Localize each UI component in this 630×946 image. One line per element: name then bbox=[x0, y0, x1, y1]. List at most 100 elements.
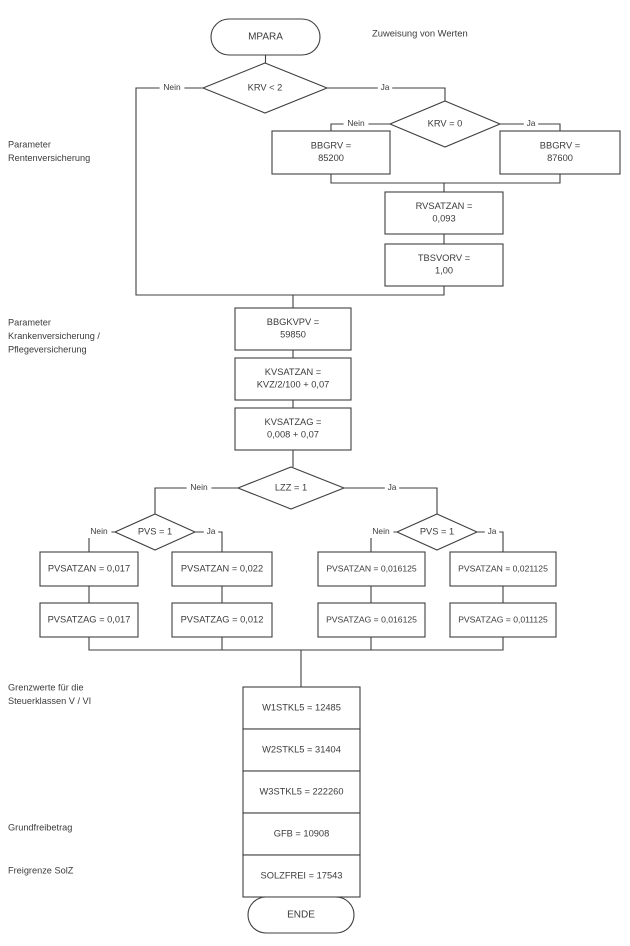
section-label-line: Grundfreibetrag bbox=[8, 822, 72, 832]
terminal-shape bbox=[247, 896, 355, 934]
connector-krv2-nein-left bbox=[135, 87, 293, 296]
process-box bbox=[242, 770, 361, 814]
process-label: PVSATZAN = 0,022 bbox=[181, 563, 263, 573]
process-node-rvsatzan[interactable]: RVSATZAN =0,093 bbox=[384, 191, 504, 235]
process-node-w2stkl5[interactable]: W2STKL5 = 31404 bbox=[242, 728, 361, 772]
process-node-solzfrei[interactable]: SOLZFREI = 17543 bbox=[242, 854, 361, 898]
edge-label-krv2-nein: Nein bbox=[163, 82, 181, 92]
process-node-bbgrv_87600[interactable]: BBGRV =87600 bbox=[499, 130, 621, 175]
process-box bbox=[242, 812, 361, 856]
process-label: SOLZFREI = 17543 bbox=[261, 870, 343, 880]
process-label: KVSATZAN = bbox=[265, 367, 321, 377]
terminal-node-end[interactable]: ENDE bbox=[247, 896, 355, 934]
chart-title: Zuweisung von Werten bbox=[372, 27, 468, 38]
process-node-gfb[interactable]: GFB = 10908 bbox=[242, 812, 361, 856]
section-label-line: Parameter bbox=[8, 139, 51, 149]
decision-label: KRV = 0 bbox=[428, 118, 463, 128]
process-node-w3stkl5[interactable]: W3STKL5 = 222260 bbox=[242, 770, 361, 814]
edge-label-backdrop bbox=[368, 526, 394, 538]
section-label-line: Parameter bbox=[8, 317, 51, 327]
edge-label-krv0-nein: Nein bbox=[347, 118, 365, 128]
edge-label-backdrop bbox=[203, 526, 219, 538]
connector-ag4-merge bbox=[301, 637, 504, 651]
decision-label: PVS = 1 bbox=[138, 526, 172, 536]
process-label: GFB = 10908 bbox=[274, 828, 330, 838]
process-node-bbgrv_85200[interactable]: BBGRV =85200 bbox=[271, 130, 391, 175]
decision-diamond bbox=[388, 100, 502, 148]
terminal-shape bbox=[210, 18, 321, 56]
process-label: PVSATZAG = 0,012 bbox=[181, 614, 264, 624]
process-node-w1stkl5[interactable]: W1STKL5 = 12485 bbox=[242, 686, 361, 730]
process-node-pvsatzag_2[interactable]: PVSATZAG = 0,012 bbox=[171, 602, 273, 638]
process-label: 85200 bbox=[318, 153, 344, 163]
decision-diamond bbox=[113, 513, 197, 551]
process-node-pvsatzan_2[interactable]: PVSATZAN = 0,022 bbox=[171, 551, 273, 587]
process-label: 0,093 bbox=[432, 214, 455, 224]
decision-label: LZZ = 1 bbox=[275, 482, 307, 492]
process-box bbox=[317, 551, 426, 587]
process-box bbox=[39, 602, 139, 638]
terminal-node-start[interactable]: MPARA bbox=[210, 18, 321, 56]
decision-diamond bbox=[236, 466, 346, 510]
decision-node-krv_lt_2[interactable]: KRV < 2 bbox=[201, 62, 329, 114]
edge-label-backdrop bbox=[377, 82, 393, 94]
process-box bbox=[384, 191, 504, 235]
process-node-pvsatzag_3[interactable]: PVSATZAG = 0,016125 bbox=[317, 602, 426, 638]
process-node-bbgkvpv[interactable]: BBGKVPV = 59850 bbox=[234, 307, 352, 351]
process-box bbox=[234, 357, 352, 401]
process-box bbox=[171, 551, 273, 587]
edge-label-pvsr-ja: Ja bbox=[488, 526, 497, 536]
connector-tbsvorv-down bbox=[293, 286, 445, 296]
decision-node-krv_eq_0[interactable]: KRV = 0 bbox=[388, 100, 502, 148]
edge-label-pvsr-nein: Nein bbox=[372, 526, 390, 536]
section-label-line: Freigrenze SolZ bbox=[8, 865, 74, 875]
section-label-line: Grenzwerte für die bbox=[8, 682, 84, 692]
process-node-pvsatzag_4[interactable]: PVSATZAG = 0,011125 bbox=[449, 602, 557, 638]
process-box bbox=[271, 130, 391, 175]
decision-node-pvs_right[interactable]: PVS = 1 bbox=[395, 513, 479, 551]
connector-ag1-merge bbox=[88, 637, 301, 651]
edge-label-backdrop bbox=[86, 526, 112, 538]
terminal-label: ENDE bbox=[287, 910, 315, 921]
edge-label-backdrop bbox=[384, 482, 400, 494]
section-label-line: Pflegeversicherung bbox=[8, 344, 87, 354]
connector-lzz-ja bbox=[344, 487, 438, 514]
section-label-freigrenze: Freigrenze SolZ bbox=[8, 865, 74, 875]
process-label: W3STKL5 = 222260 bbox=[260, 786, 344, 796]
process-box bbox=[242, 686, 361, 730]
edge-label-backdrop bbox=[343, 118, 369, 130]
section-label-grundfreibetrag: Grundfreibetrag bbox=[8, 822, 72, 832]
edge-label-krv0-ja: Ja bbox=[527, 118, 536, 128]
process-node-pvsatzan_4[interactable]: PVSATZAN = 0,021125 bbox=[449, 551, 557, 587]
edge-label-krv2-ja: Ja bbox=[381, 82, 390, 92]
process-node-kvsatzag[interactable]: KVSATZAG = 0,008 + 0,07 bbox=[234, 407, 352, 451]
process-label: PVSATZAN = 0,017 bbox=[48, 563, 130, 573]
process-node-pvsatzan_3[interactable]: PVSATZAN = 0,016125 bbox=[317, 551, 426, 587]
process-label: PVSATZAN = 0,021125 bbox=[458, 563, 548, 573]
edge-label-backdrop bbox=[159, 82, 185, 94]
process-label: 59850 bbox=[280, 330, 306, 340]
connector-krv0-nein bbox=[330, 123, 390, 131]
process-label: 0,008 + 0,07 bbox=[267, 430, 319, 440]
process-box bbox=[242, 854, 361, 898]
process-node-kvsatzan[interactable]: KVSATZAN =KVZ/2/100 + 0,07 bbox=[234, 357, 352, 401]
process-box bbox=[449, 551, 557, 587]
title-layer: Zuweisung von Werten bbox=[372, 27, 468, 38]
decision-diamond bbox=[201, 62, 329, 114]
process-label: 87600 bbox=[547, 153, 573, 163]
decision-node-pvs_left[interactable]: PVS = 1 bbox=[113, 513, 197, 551]
process-label: W1STKL5 = 12485 bbox=[262, 702, 341, 712]
process-node-pvsatzag_1[interactable]: PVSATZAG = 0,017 bbox=[39, 602, 139, 638]
process-label: PVSATZAG = 0,017 bbox=[48, 614, 131, 624]
edge-label-lzz-nein: Nein bbox=[190, 482, 208, 492]
decision-node-lzz_eq_1[interactable]: LZZ = 1 bbox=[236, 466, 346, 510]
process-node-pvsatzan_1[interactable]: PVSATZAN = 0,017 bbox=[39, 551, 139, 587]
process-label: 1,00 bbox=[435, 266, 453, 276]
process-node-tbsvorv[interactable]: TBSVORV =1,00 bbox=[384, 243, 504, 287]
process-label: KVSATZAG = bbox=[265, 417, 322, 427]
process-label: BBGKVPV = bbox=[267, 317, 319, 327]
